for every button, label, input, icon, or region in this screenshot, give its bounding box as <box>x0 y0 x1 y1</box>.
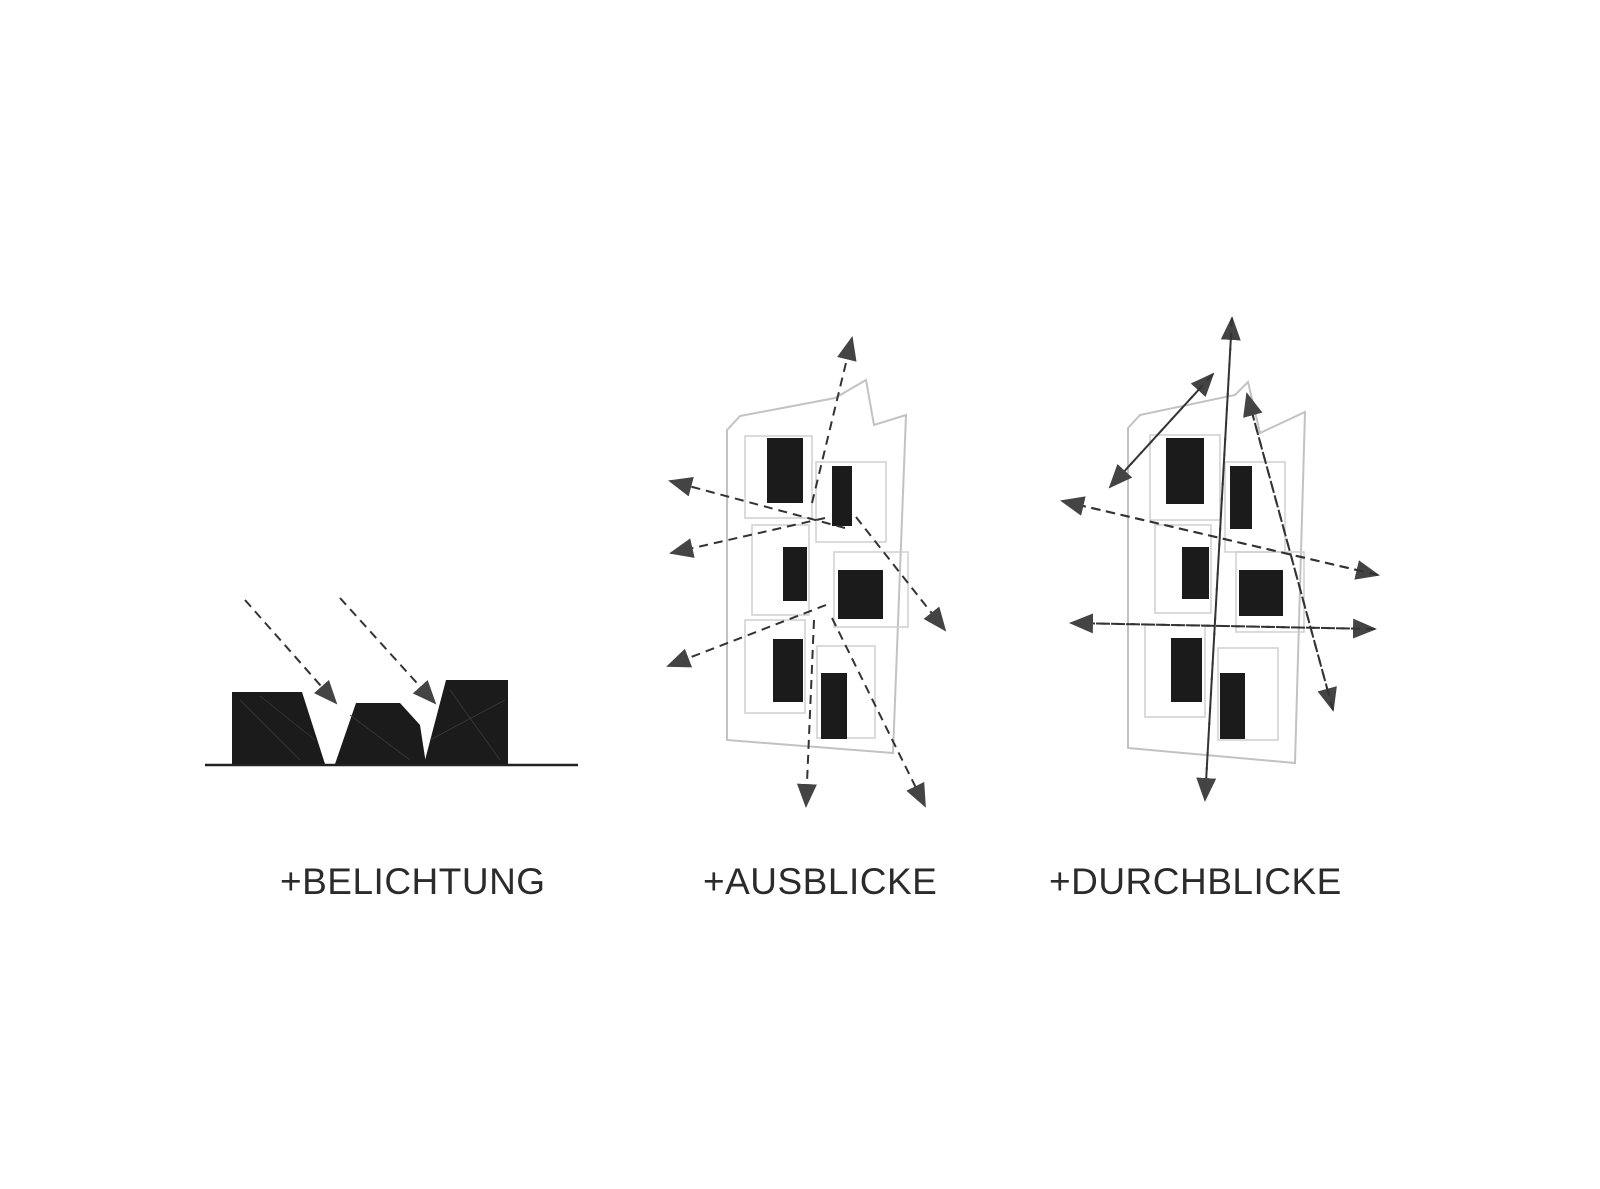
sunlight-arrow-1 <box>244 599 338 705</box>
through-view-arrow <box>1246 393 1337 712</box>
floorplan-outline <box>1127 380 1307 765</box>
view-arrow <box>666 604 827 668</box>
through-view-arrow <box>1196 317 1233 802</box>
ausblicke-diagram <box>666 336 947 808</box>
through-view-arrow <box>1243 392 1334 711</box>
room-outlines <box>1144 434 1305 741</box>
view-arrow <box>831 617 926 808</box>
caption-durchblicke: +DURCHBLICKE <box>1049 861 1342 902</box>
view-arrow <box>855 516 947 632</box>
room-block <box>1239 570 1283 616</box>
through-view-arrow <box>1060 496 1379 576</box>
room-block <box>773 639 803 702</box>
through-view-arrow <box>1061 500 1380 580</box>
view-arrow <box>668 477 846 529</box>
room-block <box>1182 547 1209 599</box>
belichtung-diagram <box>205 597 578 767</box>
view-arrow <box>811 336 857 504</box>
sunlight-arrow-2 <box>339 597 437 705</box>
room-block <box>1166 438 1204 504</box>
caption-belichtung: +BELICHTUNG <box>280 861 546 902</box>
room-block <box>821 673 847 739</box>
through-view-arrow <box>1069 613 1376 634</box>
room-outlines <box>744 435 909 739</box>
room-block <box>1171 638 1202 702</box>
building-mass-right <box>424 680 508 764</box>
room-block <box>838 570 883 619</box>
room-block <box>767 438 803 503</box>
caption-ausblicke: +AUSBLICKE <box>703 861 938 902</box>
building-mass-texture <box>239 689 506 761</box>
view-arrow <box>669 517 826 558</box>
room-block <box>1220 673 1245 739</box>
view-arrow <box>796 619 817 808</box>
building-mass-middle <box>335 703 426 764</box>
through-view-arrow <box>1108 373 1214 489</box>
room-block <box>832 466 852 526</box>
floorplan-outline <box>726 378 908 755</box>
durchblicke-diagram <box>1060 316 1380 802</box>
room-block <box>783 547 807 601</box>
room-block <box>1230 466 1252 529</box>
building-mass-left <box>232 692 325 764</box>
